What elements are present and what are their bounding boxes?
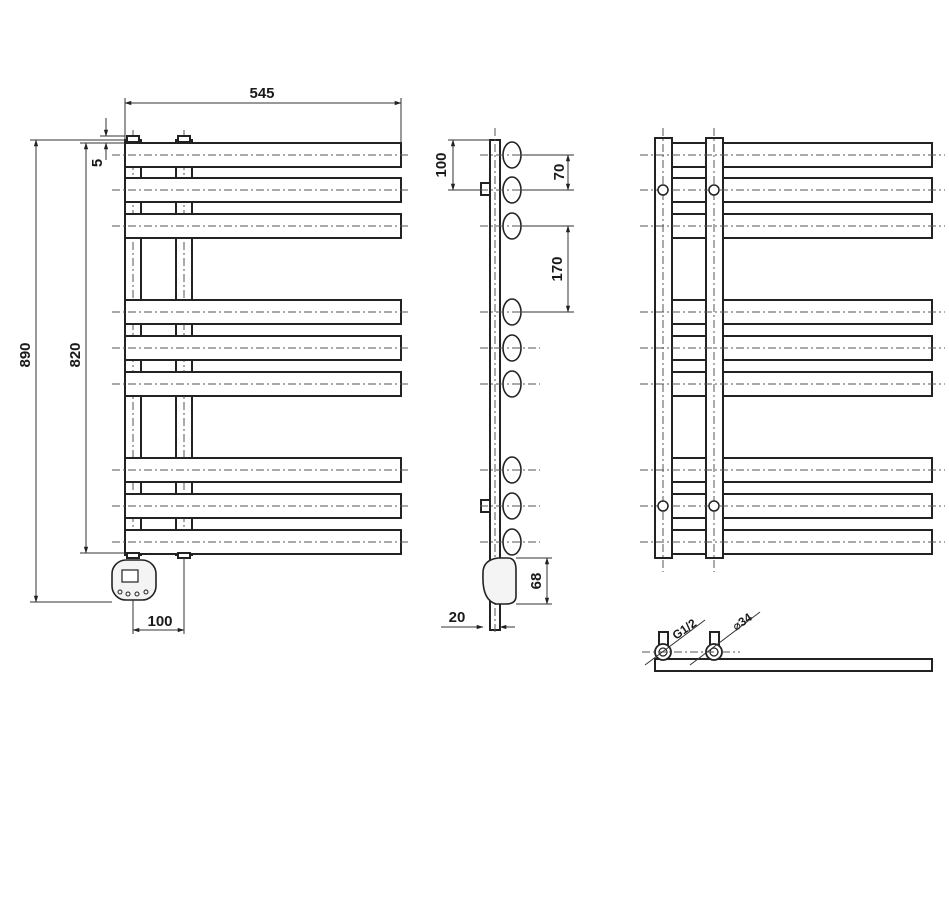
- mounting-hole: [657, 500, 669, 512]
- rear-rail: [654, 457, 933, 483]
- side-view: 100 70 170 68 20: [433, 128, 574, 632]
- mounting-hole: [708, 184, 720, 196]
- rear-rail: [654, 371, 933, 397]
- rear-rail: [654, 177, 933, 203]
- thread-label: G1/2: [670, 616, 700, 643]
- mounting-hole: [657, 184, 669, 196]
- diameter-label: ⌀34: [730, 610, 755, 633]
- dim-controller-offset: 100: [147, 613, 172, 630]
- side-controller: [482, 557, 517, 605]
- dim-side-top: 100: [433, 152, 450, 177]
- dim-controller-height: 68: [528, 573, 545, 590]
- dim-pipe-spacing: 820: [67, 342, 84, 367]
- front-view: 545 890 820 5 100: [17, 85, 410, 634]
- rear-rails: [654, 142, 933, 555]
- bottom-rail: [654, 658, 933, 672]
- rear-view: [640, 128, 945, 572]
- rear-rail: [654, 335, 933, 361]
- rear-rail: [654, 142, 933, 168]
- rear-rail: [654, 213, 933, 239]
- rear-rail: [654, 529, 933, 555]
- dim-top-offset: 5: [89, 159, 106, 167]
- rear-rail: [654, 493, 933, 519]
- bottom-view: G1/2 ⌀34: [642, 610, 933, 672]
- dim-overall-width: 545: [249, 85, 274, 102]
- dim-overall-height: 890: [17, 342, 34, 367]
- mounting-hole: [708, 500, 720, 512]
- dim-rail-gap: 70: [551, 164, 568, 181]
- wall-bracket: [480, 182, 491, 196]
- rear-rail: [654, 299, 933, 325]
- dim-wall-distance: 20: [449, 609, 466, 626]
- front-controller: [111, 559, 157, 601]
- controller-display: [121, 569, 139, 583]
- dim-group-gap: 170: [549, 256, 566, 281]
